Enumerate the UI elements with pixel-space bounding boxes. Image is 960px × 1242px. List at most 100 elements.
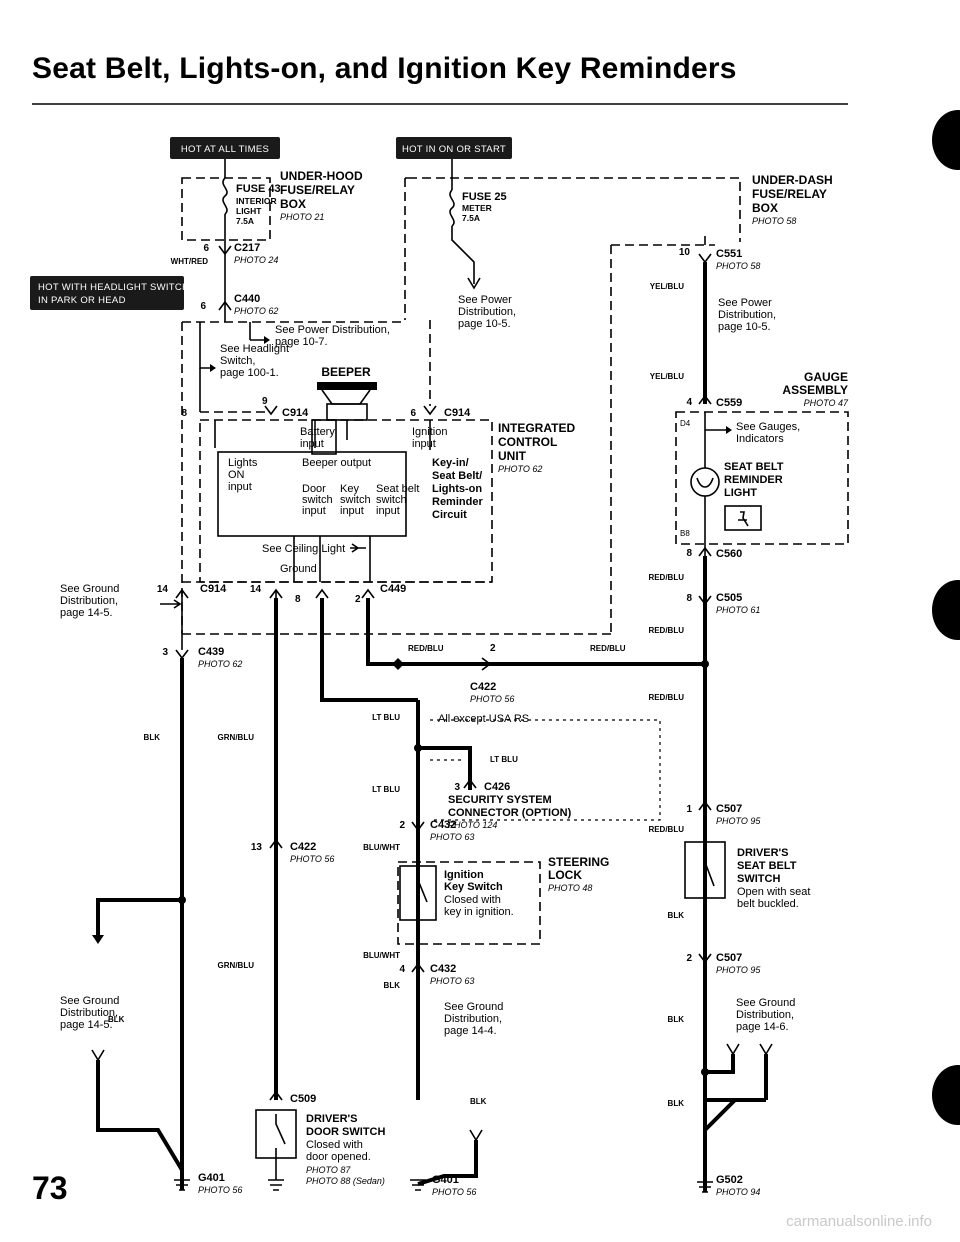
- svg-text:Closed with: Closed with: [444, 894, 501, 906]
- c505-label: C505: [716, 592, 742, 604]
- svg-text:SEAT BELT: SEAT BELT: [737, 860, 797, 872]
- svg-text:B8: B8: [680, 529, 690, 538]
- svg-text:Indicators: Indicators: [736, 433, 784, 445]
- svg-text:RED/BLU: RED/BLU: [648, 693, 684, 702]
- svg-text:1: 1: [686, 804, 692, 815]
- c440-connector-icon: [218, 300, 232, 311]
- svg-text:Reminder: Reminder: [432, 496, 483, 508]
- svg-text:Closed with: Closed with: [306, 1139, 363, 1151]
- svg-text:13: 13: [251, 842, 263, 853]
- svg-text:14: 14: [157, 584, 169, 595]
- svg-text:Switch,: Switch,: [220, 355, 255, 367]
- svg-text:Door: Door: [302, 483, 326, 495]
- c439-connector-icon: [175, 649, 189, 660]
- svg-text:key in ignition.: key in ignition.: [444, 906, 514, 918]
- svg-text:GRN/BLU: GRN/BLU: [218, 961, 255, 970]
- svg-text:PHOTO 62: PHOTO 62: [198, 659, 242, 669]
- svg-text:PHOTO 95: PHOTO 95: [716, 965, 761, 975]
- svg-text:Key: Key: [340, 483, 359, 495]
- c551-label: C551: [716, 248, 742, 260]
- svg-text:Distribution,: Distribution,: [60, 595, 118, 607]
- underdash-box-label: UNDER-DASH: [752, 173, 833, 187]
- svg-text:GRN/BLU: GRN/BLU: [218, 733, 255, 742]
- svg-text:belt buckled.: belt buckled.: [737, 898, 799, 910]
- svg-text:page 14-6.: page 14-6.: [736, 1021, 789, 1033]
- c560-connector-icon: [698, 546, 712, 557]
- svg-text:PHOTO 48: PHOTO 48: [548, 883, 592, 893]
- c507-label: C507: [716, 803, 742, 815]
- svg-text:LT BLU: LT BLU: [372, 785, 400, 794]
- svg-text:Key-in/: Key-in/: [432, 457, 469, 469]
- svg-text:3: 3: [162, 647, 168, 658]
- svg-text:Distribution,: Distribution,: [444, 1013, 502, 1025]
- g401b-label: G401: [432, 1174, 459, 1186]
- svg-text:RED/BLU: RED/BLU: [408, 644, 444, 653]
- c560-label: C560: [716, 548, 742, 560]
- svg-text:BLK: BLK: [668, 1015, 685, 1024]
- g401a-label: G401: [198, 1172, 225, 1184]
- svg-text:door opened.: door opened.: [306, 1151, 371, 1163]
- fuse25-label: FUSE 25: [462, 191, 507, 203]
- c507b-label: C507: [716, 952, 742, 964]
- hot-in-on-or-start-tag: HOT IN ON OR START: [396, 137, 512, 159]
- underhood-fusebox-outline: [181, 177, 271, 241]
- svg-text:Distribution,: Distribution,: [458, 306, 516, 318]
- svg-text:6: 6: [203, 243, 209, 254]
- svg-text:YEL/BLU: YEL/BLU: [650, 372, 684, 381]
- svg-text:page 14-5.: page 14-5.: [60, 1019, 113, 1031]
- security-connector-label: SECURITY SYSTEM: [448, 794, 552, 806]
- svg-text:PHOTO 62: PHOTO 62: [234, 306, 278, 316]
- c217-label: C217: [234, 242, 260, 254]
- svg-text:PHOTO 58: PHOTO 58: [752, 216, 796, 226]
- svg-text:Distribution,: Distribution,: [718, 309, 776, 321]
- svg-text:PHOTO 63: PHOTO 63: [430, 976, 474, 986]
- gauge-assembly-label: GAUGE: [804, 370, 848, 384]
- svg-text:Ground: Ground: [280, 563, 317, 575]
- svg-text:DOOR SWITCH: DOOR SWITCH: [306, 1126, 385, 1138]
- seat-belt-light-label: SEAT BELT: [724, 461, 784, 473]
- svg-text:PHOTO 63: PHOTO 63: [430, 832, 474, 842]
- c422-top-label: C422: [470, 681, 496, 693]
- svg-text:RED/BLU: RED/BLU: [648, 825, 684, 834]
- svg-text:page 14-4.: page 14-4.: [444, 1025, 497, 1037]
- c559-label: C559: [716, 397, 742, 409]
- svg-text:PHOTO 56: PHOTO 56: [290, 854, 334, 864]
- svg-text:ASSEMBLY: ASSEMBLY: [782, 383, 848, 397]
- svg-text:page 10-7.: page 10-7.: [275, 336, 328, 348]
- svg-text:switch: switch: [376, 494, 407, 506]
- svg-text:BLK: BLK: [470, 1097, 487, 1106]
- svg-text:See Headlight: See Headlight: [220, 343, 289, 355]
- svg-text:PHOTO 58: PHOTO 58: [716, 261, 760, 271]
- svg-text:8: 8: [686, 548, 692, 559]
- svg-text:PHOTO 56: PHOTO 56: [432, 1187, 476, 1197]
- svg-text:LT BLU: LT BLU: [490, 755, 518, 764]
- page-tabs: [932, 110, 960, 1125]
- svg-text:4: 4: [399, 964, 405, 975]
- svg-text:PHOTO 124: PHOTO 124: [448, 820, 497, 830]
- svg-text:YEL/BLU: YEL/BLU: [650, 282, 684, 291]
- svg-text:input: input: [376, 505, 400, 517]
- svg-text:PHOTO 88 (Sedan): PHOTO 88 (Sedan): [306, 1176, 385, 1186]
- svg-text:ON: ON: [228, 469, 245, 481]
- svg-text:input: input: [228, 481, 252, 493]
- icu-inner-box: [217, 451, 407, 537]
- svg-text:See Ground: See Ground: [60, 995, 119, 1007]
- ignition-key-switch-label: Key Switch: [444, 881, 503, 893]
- c432-label: C432: [430, 819, 456, 831]
- svg-text:Circuit: Circuit: [432, 509, 467, 521]
- svg-text:C914: C914: [444, 407, 471, 419]
- svg-text:page 10-5.: page 10-5.: [458, 318, 511, 330]
- svg-text:8: 8: [295, 594, 301, 605]
- driver-seat-belt-switch-label: DRIVER'S: [737, 847, 789, 859]
- svg-text:7.5A: 7.5A: [236, 216, 254, 226]
- c559-connector-icon: [698, 394, 712, 405]
- svg-text:BLU/WHT: BLU/WHT: [363, 951, 400, 960]
- svg-text:14: 14: [250, 584, 262, 595]
- fuse25-icon: [449, 189, 455, 227]
- c914b-label: C914: [200, 583, 227, 595]
- svg-text:Distribution,: Distribution,: [736, 1009, 794, 1021]
- svg-text:LT BLU: LT BLU: [372, 713, 400, 722]
- svg-text:See Power Distribution,: See Power Distribution,: [275, 324, 390, 336]
- svg-text:Ignition: Ignition: [444, 869, 484, 881]
